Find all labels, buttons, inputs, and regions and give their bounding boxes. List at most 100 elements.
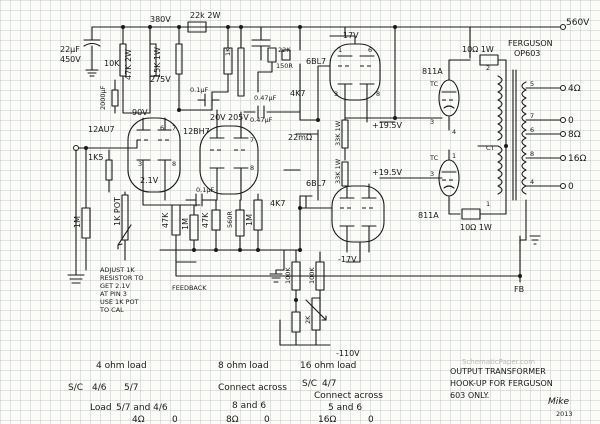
r10k-label: 10K: [104, 59, 120, 68]
tc-bottom-label: TC: [429, 154, 439, 162]
pair-8ohm-text: 8 and 6: [232, 401, 266, 411]
output-4ohm-label: 4Ω: [568, 84, 581, 94]
r47k-b-label: 47K: [201, 212, 210, 228]
r1m-a-label: 1M: [73, 216, 82, 228]
v12bh7-label: 12BH7: [183, 127, 210, 136]
r15k1w-label: 15K 1W: [153, 47, 162, 78]
r22m-label: 22mΩ: [288, 133, 312, 142]
signature-year: 2013: [556, 410, 573, 418]
phase-splitter-resistors: [269, 117, 406, 346]
pin-label: 7: [250, 136, 254, 144]
pin-label: 8: [530, 150, 534, 158]
sc-4ohm-text: S/C: [68, 383, 83, 393]
ct-label: CT: [486, 144, 495, 152]
out-16ohm-zero: 0: [368, 415, 374, 424]
v205-label: 205V: [228, 113, 249, 122]
plus19-bottom-label: +19.5V: [372, 168, 403, 177]
v90-label: 90V: [132, 108, 148, 117]
tube-811a-top: [394, 59, 471, 131]
neg110-label: -110V: [336, 349, 360, 358]
r22k-2w-label: 22k 2W: [190, 11, 220, 20]
tube-12au7: [73, 117, 181, 193]
r4k7-b-label: 4K7: [270, 199, 285, 208]
connect-8ohm-text: Connect across: [218, 383, 287, 393]
pin-label: 3: [138, 160, 142, 168]
sc-16ohm-text: S/C: [302, 379, 317, 389]
r100k-a-label: 100K: [284, 267, 292, 284]
pin-label: 3: [430, 170, 434, 178]
adjust-note-line: GET 2.1V: [100, 282, 131, 290]
pin-label: 4: [452, 128, 456, 136]
adjust-note-line: USE 1K POT: [100, 298, 139, 306]
load-4ohm-pairs: 5/7 and 4/6: [116, 403, 168, 413]
tube-12bh7: [159, 93, 301, 251]
r150-top-label: 150R: [276, 62, 293, 70]
r33k-bottom-label: 33K 1W: [334, 158, 342, 184]
connect-16ohm-text: Connect across: [314, 391, 383, 401]
adjust-note-line: AT PIN 3: [100, 290, 127, 298]
tube-6bl7-top: [317, 26, 396, 123]
pin-label: 6: [160, 124, 164, 132]
feedback-line: [175, 261, 521, 277]
output-16ohm-label: 16Ω: [568, 154, 586, 164]
v811a-bottom-label: 811A: [418, 211, 439, 220]
signature: Mike: [548, 397, 569, 407]
transformer-note-line: HOOK-UP FOR FERGUSON: [450, 379, 553, 388]
cap-in-label: 22µF: [60, 45, 80, 54]
pin-label: 1: [338, 46, 342, 54]
tc-top-label: TC: [429, 80, 439, 88]
pin-label: 8: [376, 90, 380, 98]
pin-label: 7: [530, 112, 534, 120]
r1k-pot-label: 1K POT: [113, 197, 122, 226]
pin-label: 4: [530, 178, 534, 186]
r1m-c-label: 1M: [245, 214, 254, 226]
sc-4ohm-pair-a: 4/6: [92, 383, 107, 393]
v380-label: 380V: [150, 15, 171, 24]
load-4ohm-zero: 0: [172, 415, 178, 424]
adjust-note-line: ADJUST 1K: [100, 266, 135, 274]
op603-label: OP603: [514, 49, 540, 58]
feedback-label: FEEDBACK: [172, 284, 207, 292]
load-8ohm-heading: 8 ohm load: [218, 361, 269, 371]
fb-label: FB: [514, 285, 524, 294]
load-4ohm-heading: 4 ohm load: [96, 361, 147, 371]
load-16ohm-heading: 16 ohm load: [300, 361, 356, 371]
supply-voltage-label: 560V: [566, 18, 590, 28]
pair-16ohm-text: 5 and 6: [328, 403, 362, 413]
r33k-top-label: 33K 1W: [334, 120, 342, 146]
r47k-a-label: 47K: [161, 212, 170, 228]
schematic-labels: 560V 380V 22k 2W 275V -17V -17V -110V +1…: [60, 11, 590, 358]
r1k-a-label: 1K: [224, 47, 232, 56]
transformer-note-line: OUTPUT TRANSFORMER: [450, 367, 546, 376]
ferguson-label: FERGUSON: [508, 39, 553, 48]
v275-label: 275V: [150, 75, 171, 84]
pin-label: 6: [530, 126, 534, 134]
c01-b-label: 0.1µF: [196, 186, 214, 194]
c01-a-label: 0.1µF: [190, 86, 208, 94]
sc-4ohm-pair-b: 5/7: [124, 383, 138, 393]
load-4ohm-text: Load: [90, 403, 112, 413]
r1m-b-label: 1M: [181, 218, 190, 230]
out-16ohm-text: 16Ω: [318, 415, 336, 424]
output-common-label: 0: [568, 182, 574, 192]
tube-811a-bottom: [404, 149, 461, 215]
r2k-label: 2K: [304, 315, 312, 324]
cap-in-v-label: 450V: [60, 55, 81, 64]
c047b-label: 0.47µF: [250, 116, 273, 124]
watermark: SchematicPaper.com: [462, 358, 535, 366]
input-stage: [67, 149, 201, 284]
transformer-note-line: 603 ONLY.: [450, 391, 489, 400]
r10r-top-label: 10Ω 1W: [462, 45, 494, 54]
neg17-bottom-label: -17V: [338, 255, 357, 264]
v811a-top-label: 811A: [422, 67, 443, 76]
r47k2w-label: 47K 2W: [124, 49, 133, 80]
output-8ohm-label: 8Ω: [568, 130, 581, 140]
v6bl7-bottom-label: 6BL7: [306, 179, 326, 188]
pin-label: 1: [452, 152, 456, 160]
ht-rail: [83, 21, 566, 121]
out-8ohm-text: 8Ω: [226, 415, 239, 424]
out-8ohm-zero: 0: [264, 415, 270, 424]
hookup-notes: 4 ohm load 8 ohm load 16 ohm load S/C 4/…: [68, 358, 573, 424]
pin-label: 5: [530, 80, 534, 88]
